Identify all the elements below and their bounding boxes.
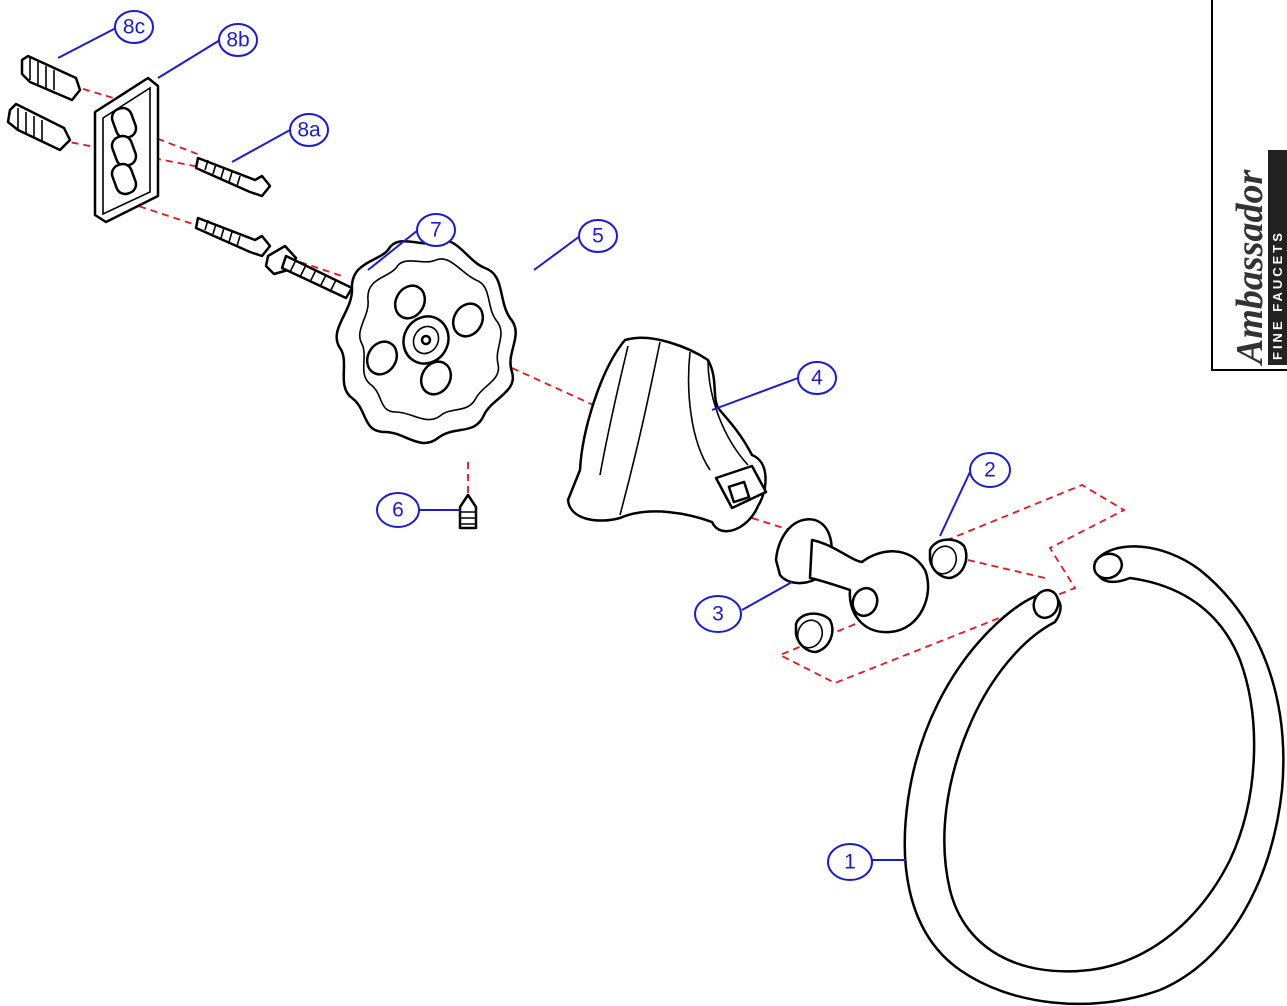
- rosette-5: [335, 239, 517, 445]
- towel-ring-1: [903, 545, 1285, 1006]
- screws-8a: [194, 156, 272, 258]
- callout-label-2: 2: [984, 459, 996, 482]
- mounting-plate-8b: [93, 76, 160, 224]
- logo-wordmark: Ambassador: [1229, 169, 1271, 366]
- flared-cover-4: [566, 336, 768, 533]
- logo-tagline: FINE FAUCETS: [1270, 230, 1285, 360]
- bolt-7: [264, 244, 354, 300]
- holder-post-3: [774, 517, 930, 634]
- set-screw-6: [458, 493, 478, 530]
- callout-label-8b: 8b: [226, 29, 249, 52]
- callout-label-1: 1: [844, 851, 856, 874]
- callout-label-6: 6: [392, 499, 404, 522]
- end-caps-2: [794, 538, 968, 654]
- callout-8a: 8a: [231, 113, 329, 163]
- callout-6: 6: [376, 492, 460, 528]
- callout-label-8a: 8a: [297, 119, 321, 142]
- callout-8b: 8b: [157, 23, 258, 79]
- callout-label-8c: 8c: [123, 16, 145, 39]
- callout-4: 4: [711, 361, 837, 411]
- callout-label-7: 7: [430, 219, 442, 242]
- callout-label-5: 5: [592, 225, 604, 248]
- callout-1: 1: [827, 843, 906, 881]
- callout-3: 3: [694, 581, 793, 633]
- callout-7: 7: [367, 213, 456, 271]
- wall-anchor-8c: [6, 54, 82, 152]
- callout-label-3: 3: [712, 603, 724, 626]
- callout-8c: 8c: [57, 10, 154, 59]
- callout-label-4: 4: [811, 367, 823, 390]
- ambassador-logo: Ambassador FINE FAUCETS: [1211, 0, 1287, 371]
- callout-2: 2: [939, 452, 1011, 537]
- callout-5: 5: [533, 219, 618, 271]
